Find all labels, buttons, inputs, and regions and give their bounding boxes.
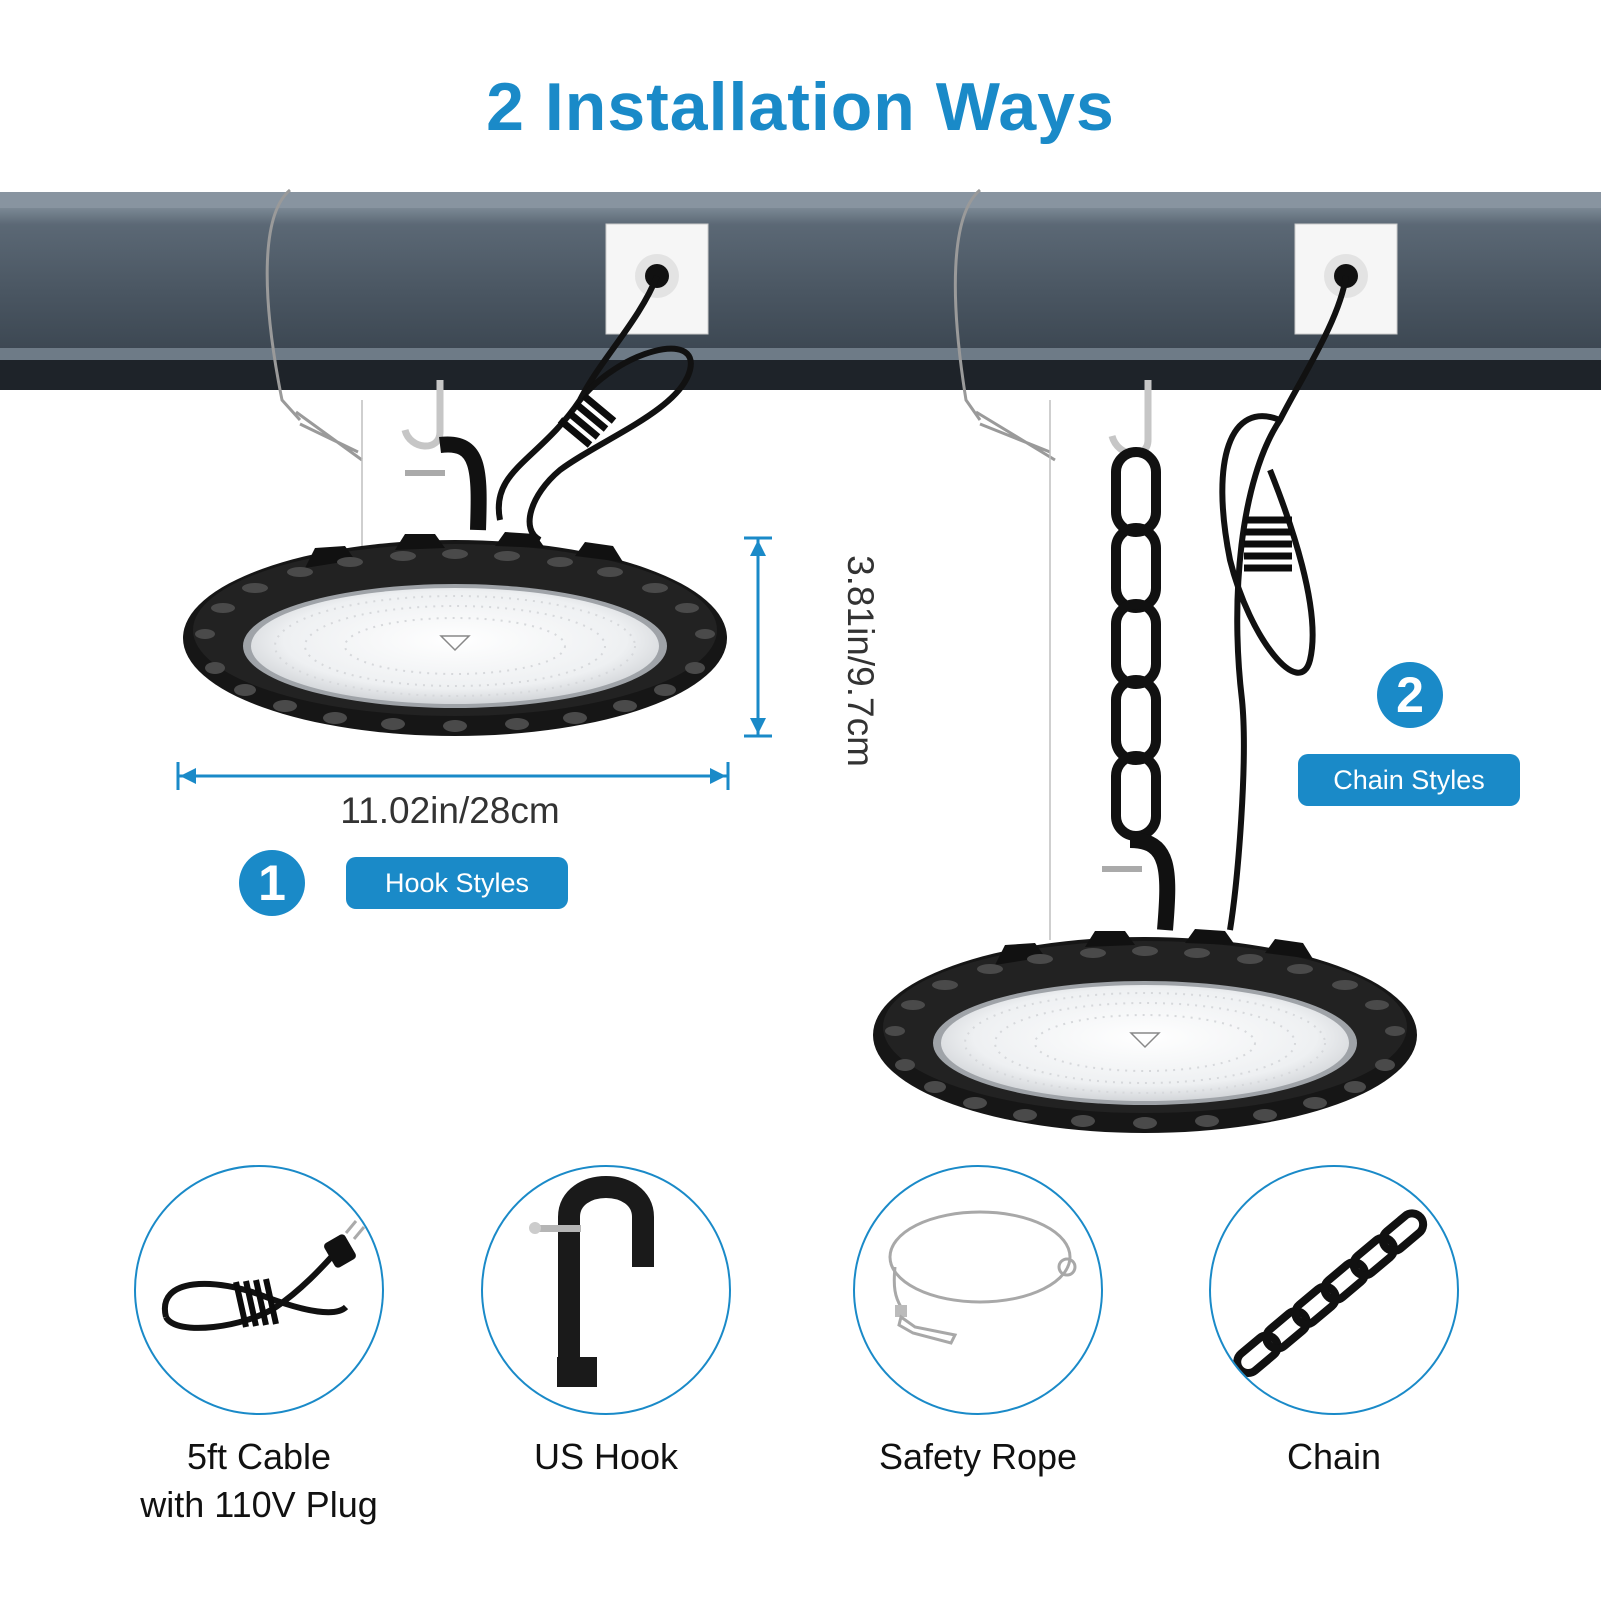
safety-rope-label: Safety Rope [878, 1436, 1078, 1477]
method-1-number-badge: 1 [239, 850, 305, 916]
chain-icon [1209, 1165, 1459, 1415]
accessory-safety-rope: Safety Rope [853, 1165, 1103, 1477]
us-hook-label: US Hook [533, 1436, 679, 1477]
width-dimension-label: 11.02in/28cm [340, 790, 560, 831]
page-title: 2 Installation Ways [486, 69, 1115, 145]
accessory-chain: Chain [1209, 1165, 1459, 1477]
cable-icon [134, 1165, 384, 1415]
cable-label-line1: 5ft Cable [186, 1436, 332, 1477]
us-hook-icon [481, 1165, 731, 1415]
height-dimension [744, 536, 772, 738]
left-installation [182, 188, 728, 737]
cable-label-line2: with 110V Plug [140, 1484, 378, 1525]
width-dimension [176, 762, 730, 790]
safety-rope-icon [853, 1165, 1103, 1415]
accessory-us-hook: US Hook [481, 1165, 731, 1477]
chain-styles-label: Chain Styles [1298, 754, 1520, 806]
right-installation [872, 188, 1418, 1134]
height-dimension-label: 3.81in/9.7cm [840, 555, 881, 767]
method-2-number-badge: 2 [1377, 662, 1443, 728]
hook-styles-label: Hook Styles [346, 857, 568, 909]
chain-label: Chain [1286, 1436, 1382, 1477]
accessory-cable: 5ft Cable with 110V Plug [134, 1165, 384, 1525]
